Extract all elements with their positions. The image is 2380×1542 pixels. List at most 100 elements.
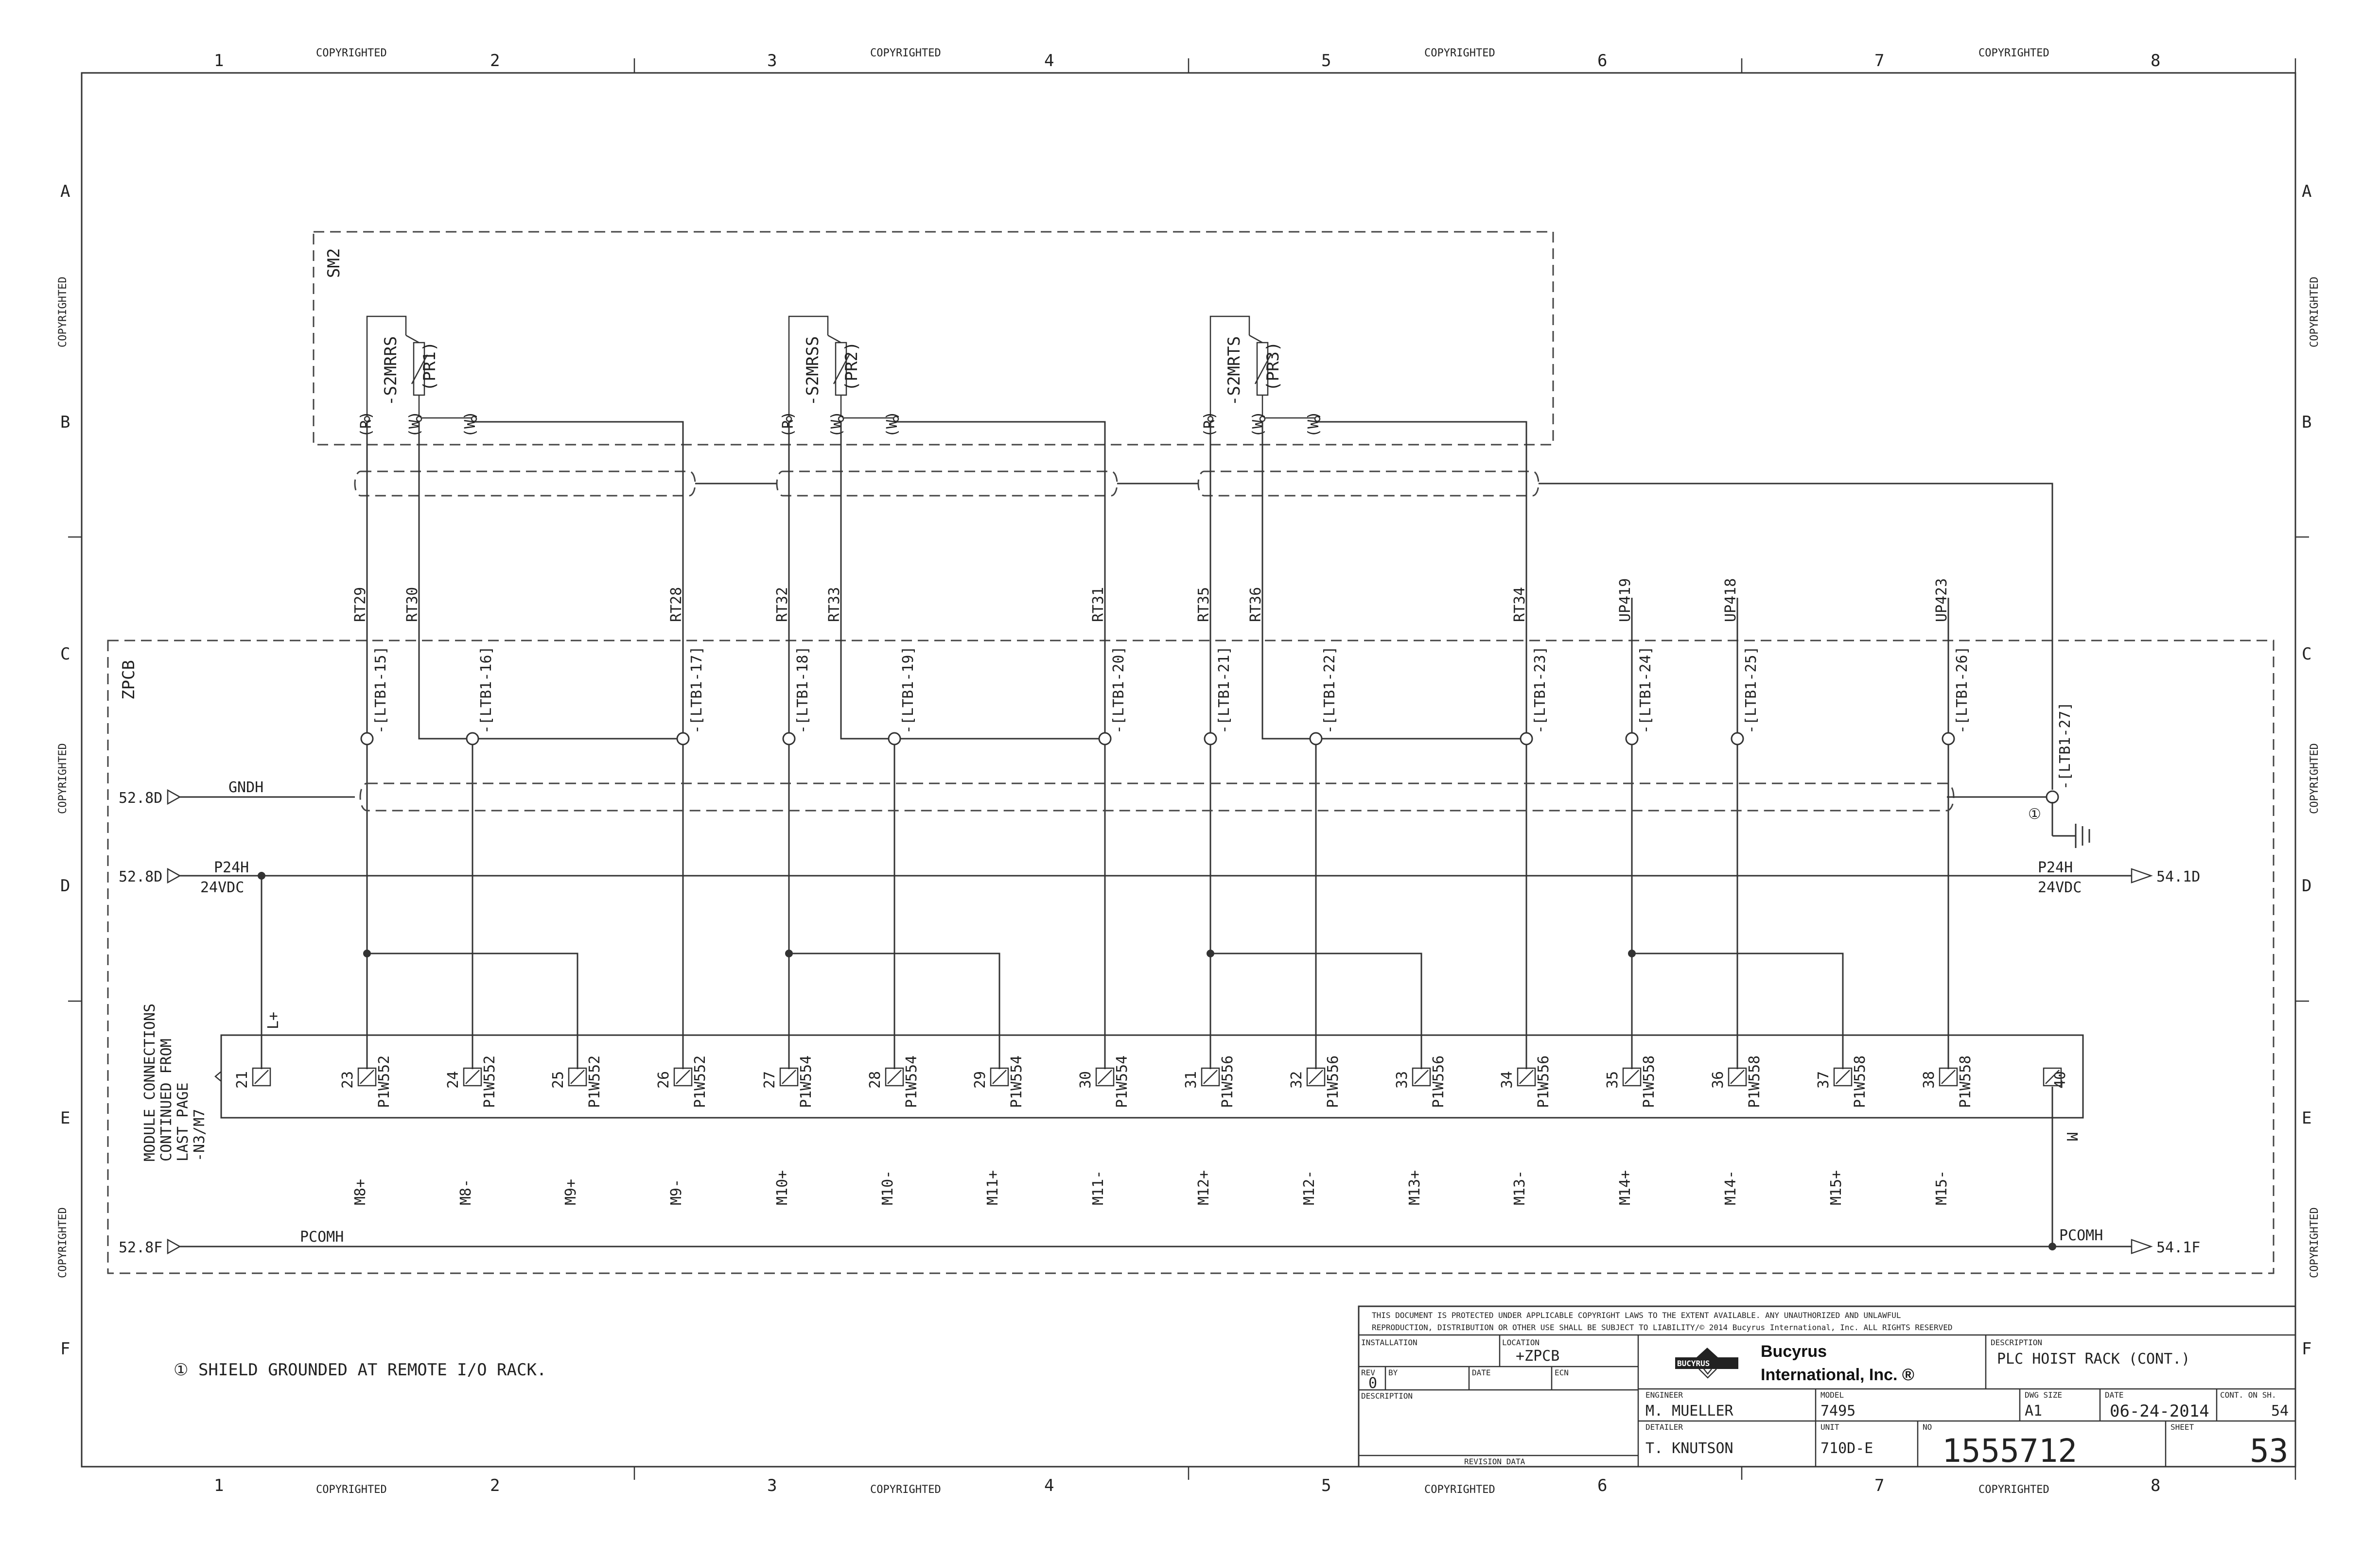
p24h-right-label: P24H [2038, 859, 2073, 876]
sensor-tag: (PR3) [1263, 342, 1283, 391]
terminal-circle [888, 732, 901, 745]
row-letter-right: C [2302, 644, 2311, 664]
sensor-pin-label: (W) [828, 411, 845, 437]
module-first-num: 21 [234, 1071, 251, 1089]
pcomh-right-label: PCOMH [2059, 1227, 2103, 1244]
sensor-pin-label: (W) [462, 411, 479, 437]
terminal-label: -[LTB1-22] [1321, 646, 1338, 734]
bucyrus-logo-icon: BUCYRUS [1675, 1348, 1738, 1379]
sm2-enclosure [313, 231, 1554, 446]
wire-label: RT33 [826, 587, 843, 622]
terminal-label: -[LTB1-19] [900, 646, 917, 734]
column-number-bottom: 6 [1597, 1476, 1607, 1495]
pin-number: 27 [761, 1071, 778, 1089]
pin-number: 31 [1183, 1071, 1200, 1089]
model: 7495 [1820, 1403, 1855, 1420]
copyright-right: COPYRIGHTED [2309, 1207, 2321, 1278]
date-field-label: DATE [2105, 1390, 2124, 1400]
location-label: LOCATION [1502, 1338, 1540, 1347]
sensor-body [366, 315, 407, 418]
row-letter-right: A [2302, 182, 2311, 201]
wire-label: RT36 [1247, 587, 1264, 622]
engineer: M. MUELLER [1645, 1403, 1734, 1420]
pcomh-left-ref: 52.8F [119, 1239, 162, 1256]
wire-label: RT34 [1511, 587, 1528, 622]
sensor-terminal [364, 416, 370, 422]
pin-number: 25 [550, 1071, 567, 1089]
terminal-circle [782, 732, 796, 745]
wire-label: RT35 [1195, 587, 1212, 622]
terminal-circle [2046, 790, 2059, 804]
terminal-circle [1520, 732, 1533, 745]
ecn-label: ECN [1555, 1368, 1569, 1377]
p24h-left-ref: 52.8D [119, 868, 162, 885]
variable-arrow-icon [411, 354, 428, 384]
pin-card: P1W558 [1746, 1056, 1763, 1108]
pin-number: 26 [655, 1071, 672, 1089]
copyright-top: COPYRIGHTED [1978, 47, 2049, 59]
p24h-left-arrow-icon [167, 867, 181, 884]
wire [896, 421, 1106, 735]
pin-signal: M15- [1933, 1170, 1950, 1205]
dwg-size-label: DWG SIZE [2025, 1390, 2062, 1400]
row-letter-left: D [60, 876, 70, 896]
terminal-circle [360, 732, 374, 745]
by-label: BY [1388, 1368, 1398, 1377]
installation-label: INSTALLATION [1361, 1338, 1418, 1347]
sheet-label: SHEET [2170, 1422, 2194, 1432]
pin-card: P1W556 [1535, 1056, 1552, 1108]
column-number-top: 6 [1597, 51, 1607, 70]
pin-signal: M11+ [984, 1170, 1001, 1205]
module-note-3: LAST PAGE [175, 1082, 192, 1161]
module-pin-21 [252, 1067, 271, 1087]
terminal-circle [466, 732, 479, 745]
terminal-circle [676, 732, 690, 745]
module-note-4: -N3/M7 [191, 1109, 208, 1161]
copyright-left: COPYRIGHTED [57, 1207, 69, 1278]
footnote: ① SHIELD GROUNDED AT REMOTE I/O RACK. [174, 1360, 546, 1380]
pin-card: P1W552 [481, 1056, 498, 1108]
copyright-bottom: COPYRIGHTED [1424, 1484, 1495, 1496]
terminal-circle [1098, 732, 1112, 745]
rev-label: REV [1361, 1368, 1375, 1377]
variable-arrow-icon [1254, 354, 1272, 384]
revision-data-label: REVISION DATA [1464, 1457, 1525, 1466]
terminal-label: -[LTB1-15] [372, 646, 389, 734]
copyright-right: COPYRIGHTED [2309, 277, 2321, 347]
detailer-label: DETAILER [1645, 1422, 1683, 1432]
wire [367, 953, 578, 1069]
pin-signal: M12+ [1195, 1170, 1212, 1205]
date: 06-24-2014 [2110, 1402, 2209, 1421]
sensor-terminal [838, 416, 844, 422]
terminal-label: -[LTB1-25] [1743, 646, 1760, 734]
date-label: DATE [1472, 1368, 1491, 1377]
sensor-body [1209, 315, 1250, 418]
wire-label: RT30 [404, 587, 421, 622]
column-number-bottom: 4 [1044, 1476, 1054, 1495]
pin-card: P1W556 [1325, 1056, 1342, 1108]
pin-number: 23 [339, 1071, 356, 1089]
pin-signal: M9- [668, 1179, 685, 1205]
copyright-left: COPYRIGHTED [57, 743, 69, 814]
cont-label: CONT. ON SH. [2220, 1390, 2276, 1400]
row-letter-left: C [60, 644, 70, 664]
wire [1261, 422, 1311, 740]
sensor-terminal [1207, 416, 1214, 422]
copyright-top: COPYRIGHTED [1424, 47, 1495, 59]
pin-signal: M11- [1090, 1170, 1107, 1205]
sensor-name: -S2MRRS [381, 336, 401, 406]
sensor-tag: (PR2) [842, 342, 861, 391]
company-name-2: International, Inc. ® [1761, 1366, 1914, 1384]
terminal-circle [1942, 732, 1955, 745]
unit-label: UNIT [1820, 1422, 1839, 1432]
pin-card: P1W558 [1641, 1056, 1658, 1108]
pin-signal: M8+ [352, 1179, 369, 1205]
copyright-notice-1: THIS DOCUMENT IS PROTECTED UNDER APPLICA… [1372, 1311, 1901, 1320]
pcomh-left-arrow-icon [167, 1238, 181, 1255]
pin-signal: M10+ [774, 1170, 791, 1205]
